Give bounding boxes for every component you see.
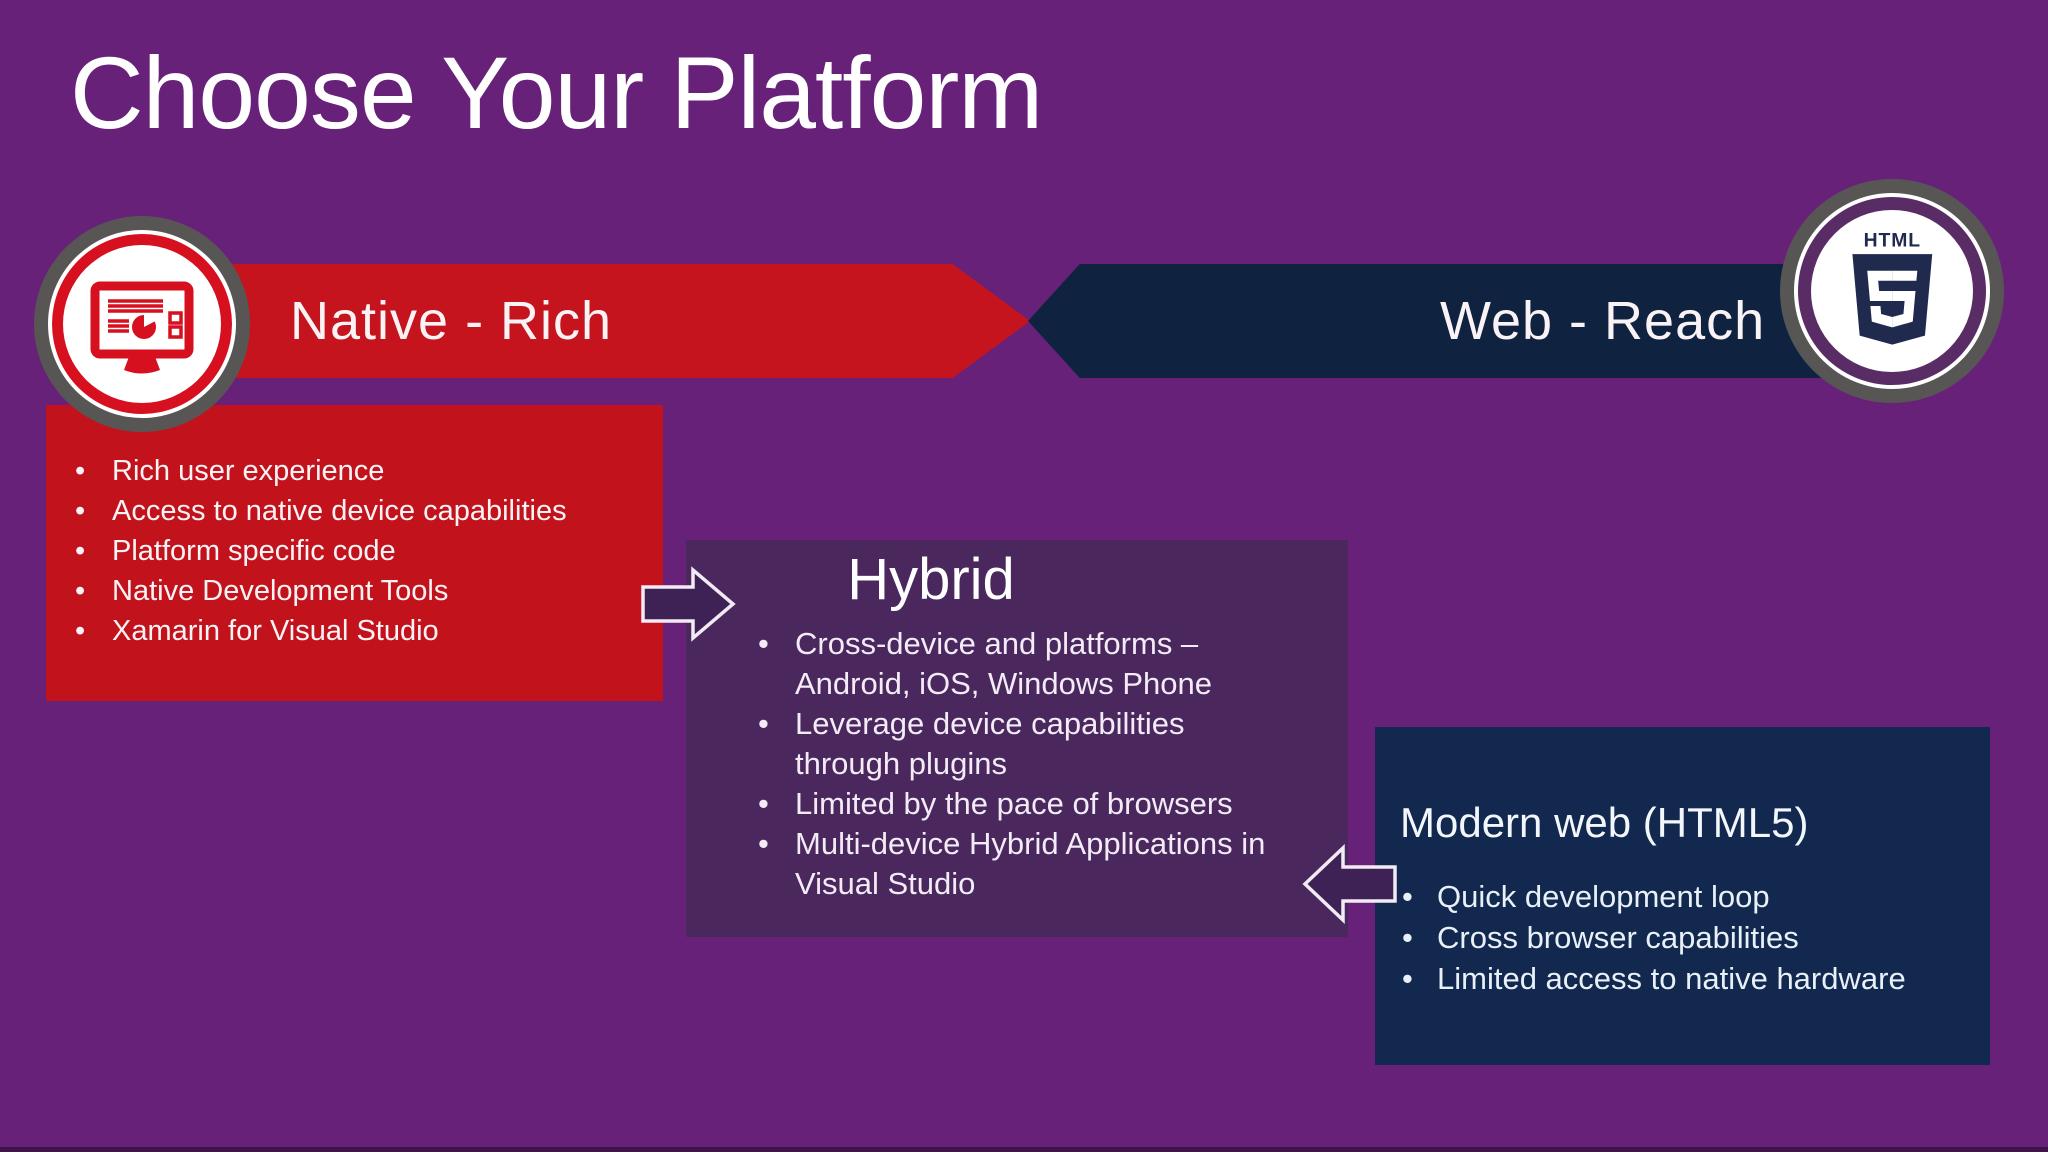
arrow-right-icon bbox=[641, 566, 736, 642]
modern-web-bullet: Cross browser capabilities bbox=[1402, 917, 1990, 958]
modern-web-box-title: Modern web (HTML5) bbox=[1400, 799, 1809, 846]
native-box: Rich user experience Access to native de… bbox=[46, 405, 663, 701]
native-bullet: Access to native device capabilities bbox=[75, 491, 663, 531]
hybrid-bullet: Limited by the pace of browsers bbox=[758, 784, 1318, 824]
html5-icon: HTML bbox=[1780, 179, 2004, 403]
hybrid-bullet-list: Cross-device and platforms – Android, iO… bbox=[686, 624, 1318, 904]
html5-wordmark: HTML bbox=[1864, 230, 1921, 252]
hybrid-bullet: Leverage device capabilities through plu… bbox=[758, 704, 1318, 784]
modern-web-box: Modern web (HTML5) Quick development loo… bbox=[1375, 727, 1990, 1065]
arrow-left-icon bbox=[1302, 844, 1397, 924]
native-bullet: Native Development Tools bbox=[75, 571, 663, 611]
hybrid-bullet: Cross-device and platforms – Android, iO… bbox=[758, 624, 1318, 704]
hybrid-bullet: Multi-device Hybrid Applications in Visu… bbox=[758, 824, 1318, 904]
presentation-monitor-icon bbox=[34, 216, 250, 432]
hybrid-box: Hybrid Cross-device and platforms – Andr… bbox=[686, 540, 1348, 937]
native-bullet: Xamarin for Visual Studio bbox=[75, 611, 663, 651]
modern-web-bullet: Quick development loop bbox=[1402, 876, 1990, 917]
web-banner-label: Web - Reach bbox=[1440, 291, 1766, 351]
modern-web-bullet: Limited access to native hardware bbox=[1402, 958, 1990, 999]
page-title: Choose Your Platform bbox=[70, 36, 1043, 150]
hybrid-box-title: Hybrid bbox=[847, 547, 1015, 612]
native-bullet: Rich user experience bbox=[75, 451, 663, 491]
native-banner-label: Native - Rich bbox=[290, 291, 613, 351]
native-bullet-list: Rich user experience Access to native de… bbox=[46, 405, 663, 651]
web-banner: Web - Reach bbox=[1028, 264, 1905, 378]
slide-bottom-edge bbox=[0, 1147, 2048, 1152]
native-banner: Native - Rich bbox=[150, 264, 1030, 378]
modern-web-bullet-list: Quick development loop Cross browser cap… bbox=[1375, 876, 1990, 999]
native-bullet: Platform specific code bbox=[75, 531, 663, 571]
